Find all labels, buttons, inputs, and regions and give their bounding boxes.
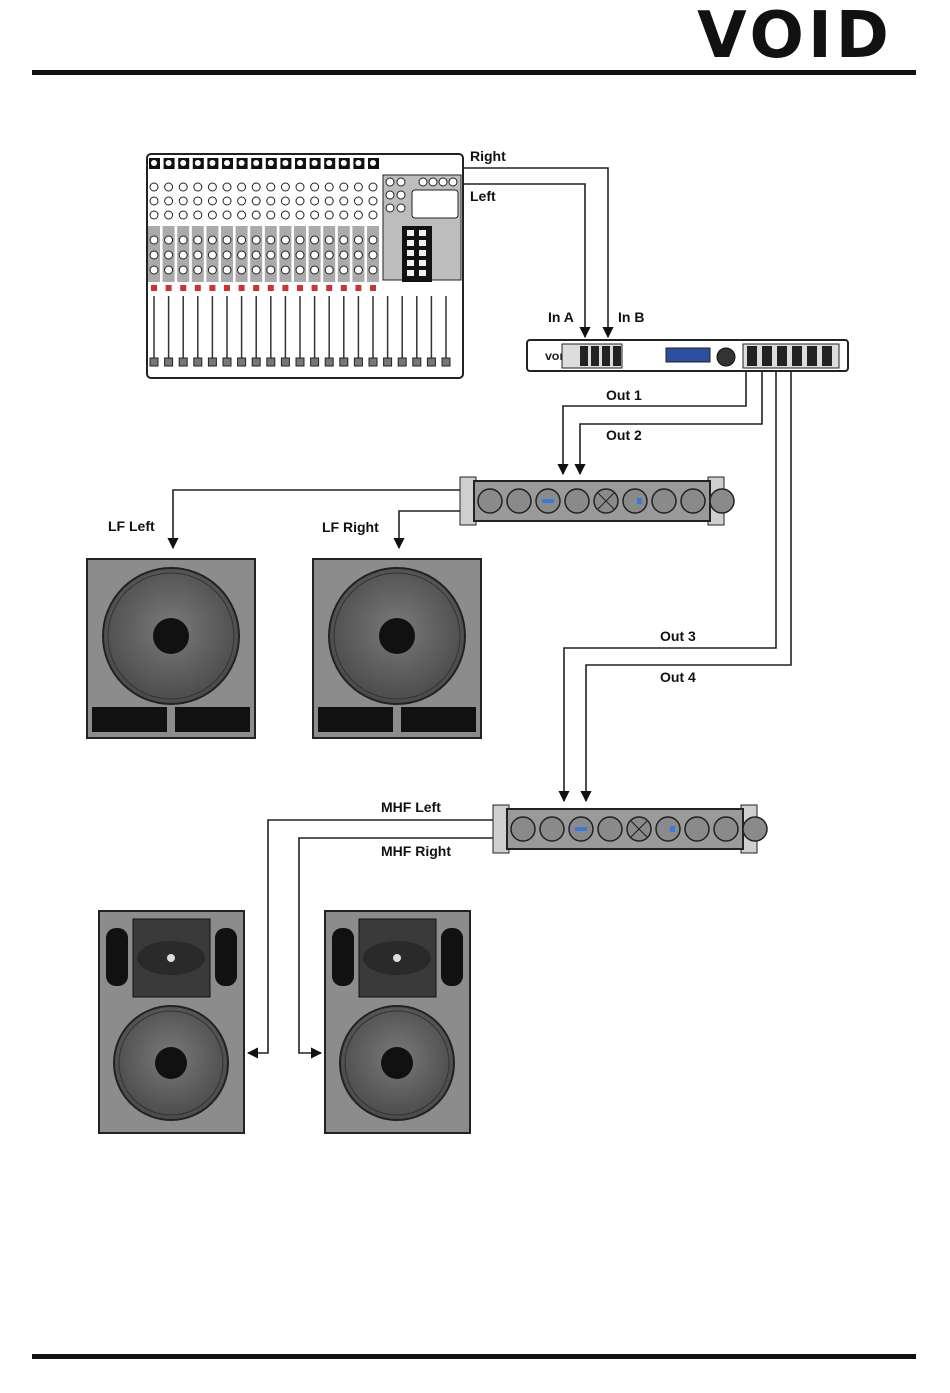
mhf-left-cabinet <box>99 911 244 1133</box>
label-out-2: Out 2 <box>606 427 642 443</box>
processor-encoder <box>717 348 735 366</box>
label-mhf-left: MHF Left <box>381 799 441 815</box>
label-out-3: Out 3 <box>660 628 696 644</box>
header-rule <box>32 70 916 75</box>
label-lf-left: LF Left <box>108 518 155 534</box>
lf-left-subwoofer <box>87 559 255 738</box>
mixing-console <box>147 154 463 378</box>
processor-lcd <box>666 348 710 362</box>
wire-lf-right <box>399 511 460 548</box>
mhf-right-cabinet <box>325 911 470 1133</box>
label-mhf-right: MHF Right <box>381 843 451 859</box>
footer-rule <box>32 1354 916 1359</box>
wire-lf-left <box>173 490 460 548</box>
label-out-1: Out 1 <box>606 387 642 403</box>
label-left: Left <box>470 188 496 204</box>
wire-out-1 <box>563 371 746 474</box>
label-right: Right <box>470 148 506 164</box>
label-in-a: In A <box>548 309 574 325</box>
lf-right-subwoofer <box>313 559 481 738</box>
label-in-b: In B <box>618 309 644 325</box>
label-lf-right: LF Right <box>322 519 379 535</box>
lf-amplifier <box>460 477 734 525</box>
mixer-display <box>412 190 458 218</box>
void-processor: VOID <box>527 340 848 371</box>
mhf-amplifier <box>493 805 767 853</box>
logo-text: VOID <box>697 0 893 73</box>
wire-out-3 <box>564 371 776 801</box>
label-out-4: Out 4 <box>660 669 696 685</box>
void-logo: VOID <box>697 0 893 73</box>
